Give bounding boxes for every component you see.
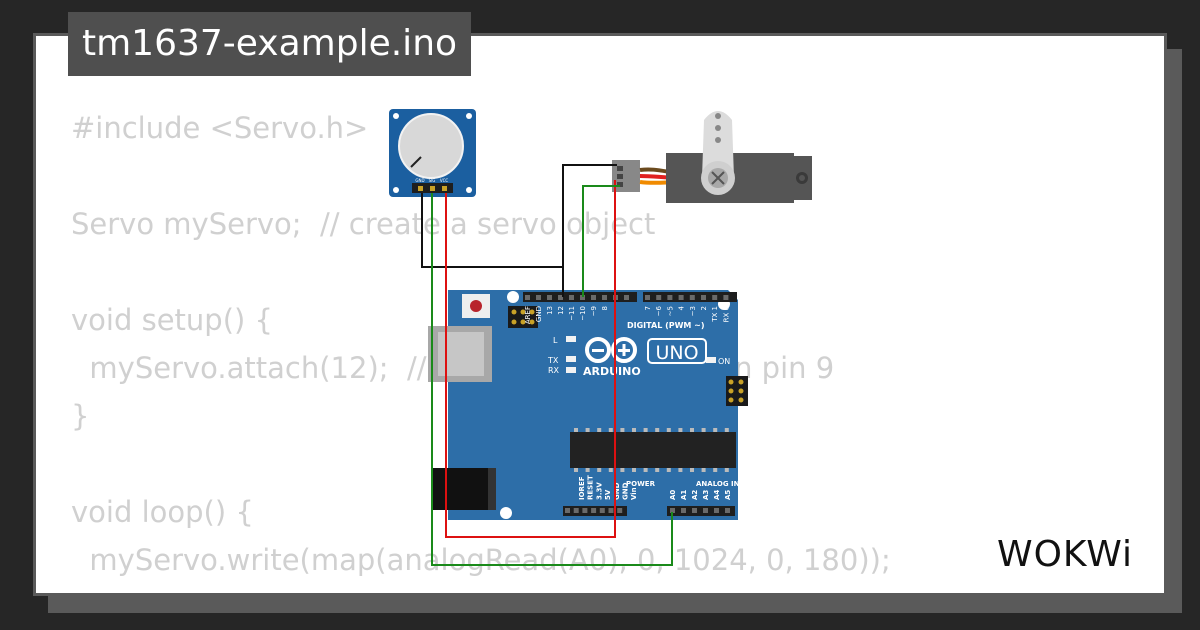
digital-pin-label: 7	[644, 306, 652, 310]
digital-header-label: DIGITAL (PWM ~)	[627, 321, 705, 330]
file-title-tab[interactable]: tm1637-example.ino	[68, 12, 472, 76]
on-label: ON	[718, 357, 730, 366]
digital-pin-label: ~9	[590, 306, 598, 316]
power-pin-label: GND	[622, 482, 630, 500]
power-jack	[432, 468, 496, 510]
pot-pin-sig: SIG	[429, 178, 436, 183]
board-model-label: UNO	[655, 342, 698, 364]
atmega-chip	[570, 432, 736, 468]
servo-motor[interactable]	[612, 111, 812, 203]
digital-pin-label: TX 1	[711, 306, 719, 323]
digital-pin-label: 12	[557, 306, 565, 315]
code-line: void loop() {	[71, 495, 254, 529]
digital-pin-label: 4	[678, 305, 686, 310]
digital-pin-label: 2	[700, 306, 708, 310]
power-pin-label: Vin	[630, 487, 638, 500]
arduino-uno-board[interactable]: L TX RX ON UNO ARDUINO DIGITAL (PWM ~) P…	[428, 290, 748, 520]
digital-pin-label: 8	[601, 306, 609, 310]
digital-pin-label: RX 0	[722, 306, 730, 322]
analog-pin-label: A3	[702, 490, 710, 500]
power-pin-label: IOREF	[578, 476, 586, 500]
analog-header-label: ANALOG IN	[696, 480, 740, 488]
power-header-label: POWER	[626, 480, 656, 488]
wokwi-logo-text: WOKWi	[997, 534, 1133, 575]
power-pin-label: RESET	[587, 475, 595, 500]
power-pin-label: 5V	[604, 489, 612, 500]
digital-pin-label: 13	[546, 306, 554, 315]
analog-pin-label: A1	[680, 490, 688, 500]
led-rx-label: RX	[548, 366, 560, 375]
digital-pin-label: ~11	[568, 306, 576, 321]
led-l-label: L	[553, 336, 558, 345]
analog-pin-label: A2	[691, 490, 699, 500]
digital-pin-label: GND	[535, 306, 543, 322]
digital-pin-label: ~3	[689, 306, 697, 316]
power-pin-label: 3.3V	[595, 482, 603, 500]
arduino-infinity-logo	[585, 337, 637, 363]
power-pin-label: GND	[613, 482, 621, 500]
pot-knob	[398, 113, 464, 179]
digital-pin-label: ~5	[666, 306, 674, 316]
analog-pin-label: A4	[713, 490, 721, 500]
digital-pin-label: ~6	[655, 305, 663, 316]
code-line: void setup() {	[71, 303, 273, 337]
code-line: }	[71, 584, 891, 593]
analog-pin-label: A0	[669, 490, 677, 500]
board-brand-label: ARDUINO	[583, 365, 641, 378]
code-line: myServo.write(map(analogRead(A0), 0, 102…	[71, 543, 891, 577]
code-line: }	[71, 399, 90, 433]
pot-pin-vcc: VCC	[440, 178, 449, 183]
code-line: Servo myServo; // create a servo object	[71, 207, 656, 241]
wires	[421, 164, 673, 566]
pot-pin-gnd: GND	[415, 178, 424, 183]
digital-pin-label: ~10	[579, 306, 587, 321]
wokwi-logo[interactable]: WOKWi	[980, 531, 1150, 575]
digital-pin-label: AREF	[524, 306, 532, 324]
led-tx-label: TX	[547, 356, 559, 365]
potentiometer[interactable]: GND SIG VCC	[389, 109, 476, 197]
analog-pin-label: A5	[724, 490, 732, 500]
code-line: #include <Servo.h>	[71, 111, 369, 145]
